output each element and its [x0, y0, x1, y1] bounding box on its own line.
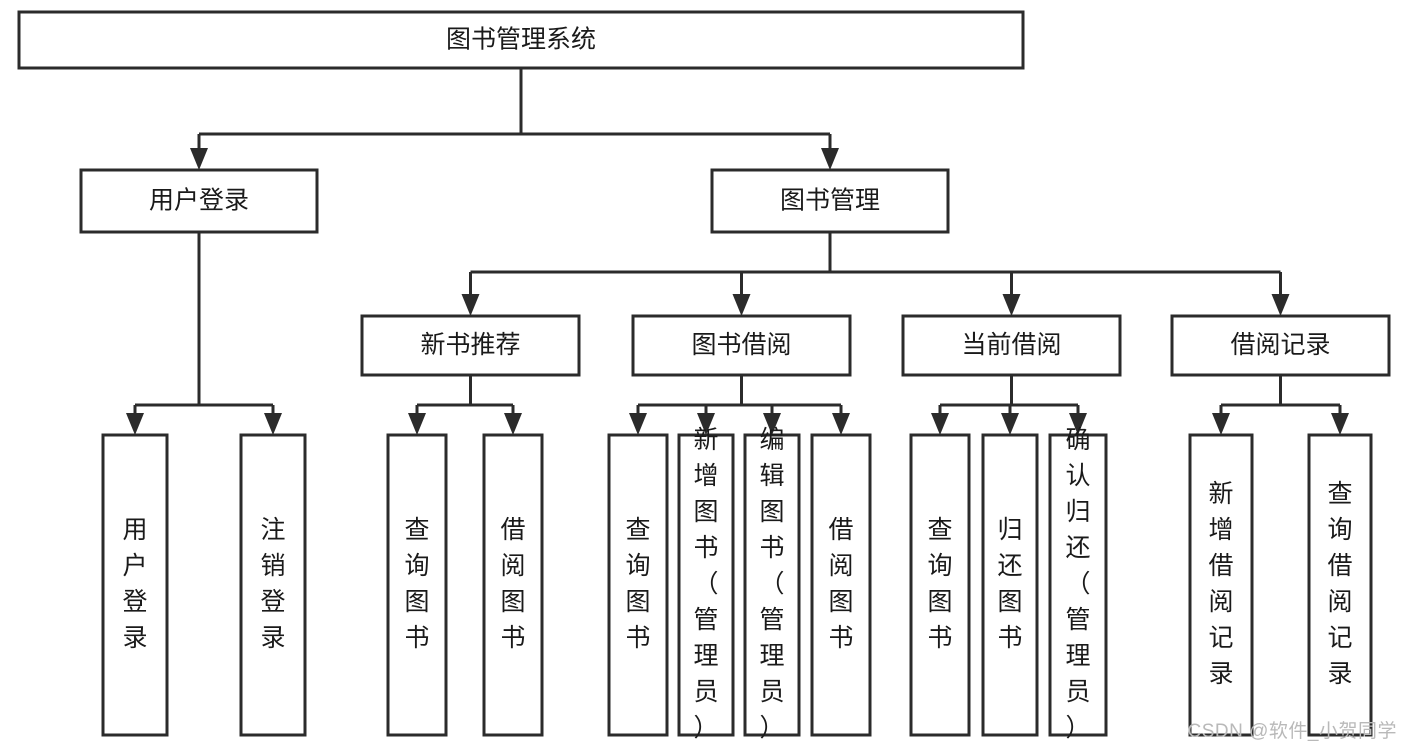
node-box: [901, 314, 1122, 377]
node-level3-3[interactable]: 借阅记录: [1170, 314, 1391, 377]
node-box: [1188, 433, 1254, 737]
node-label: 查询图书: [404, 516, 429, 652]
node-box: [360, 314, 581, 377]
connector-arrowhead: [629, 413, 647, 435]
node-box: [1307, 433, 1373, 737]
connector-arrowhead: [1212, 413, 1230, 435]
node-label: 新增借阅记录: [1208, 480, 1233, 688]
node-label: 借阅图书: [828, 516, 853, 652]
node-leaf-10[interactable]: 确认归还（管理员）: [1048, 426, 1108, 742]
node-leaf-12[interactable]: 查询借阅记录: [1307, 433, 1373, 737]
node-label: 归还图书: [997, 516, 1022, 652]
node-box: [101, 433, 169, 737]
node-box: [239, 433, 307, 737]
node-label: 新书推荐: [420, 331, 520, 359]
connector-arrowhead: [264, 413, 282, 435]
connector-arrowhead: [821, 148, 839, 170]
connector-arrowhead: [697, 413, 715, 435]
node-leaf-6[interactable]: 编辑图书（管理员）: [743, 426, 801, 742]
connector-arrowhead: [931, 413, 949, 435]
node-label: 查询图书: [625, 516, 650, 652]
node-level3-1[interactable]: 图书借阅: [631, 314, 852, 377]
node-box: [743, 433, 801, 737]
node-label: 图书管理: [780, 187, 880, 215]
node-label: 查询借阅记录: [1327, 480, 1352, 688]
node-leaf-0[interactable]: 用户登录: [101, 433, 169, 737]
node-leaf-8[interactable]: 查询图书: [909, 433, 971, 737]
node-box: [909, 433, 971, 737]
node-box: [386, 433, 448, 737]
node-label: 查询图书: [927, 516, 952, 652]
node-label: 注销登录: [260, 516, 285, 652]
connector-arrowhead: [1001, 413, 1019, 435]
node-label: 图书借阅: [691, 331, 791, 359]
node-box: [79, 168, 319, 234]
node-box: [677, 433, 735, 737]
node-level3-0[interactable]: 新书推荐: [360, 314, 581, 377]
node-leaf-1[interactable]: 注销登录: [239, 433, 307, 737]
node-leaf-2[interactable]: 查询图书: [386, 433, 448, 737]
node-level3-2[interactable]: 当前借阅: [901, 314, 1122, 377]
node-box: [631, 314, 852, 377]
node-label: 编辑图书（管理员）: [759, 426, 784, 742]
node-leaf-4[interactable]: 查询图书: [607, 433, 669, 737]
node-box: [482, 433, 544, 737]
node-box: [981, 433, 1039, 737]
node-level2-1[interactable]: 图书管理: [710, 168, 950, 234]
connector-arrowhead: [1002, 294, 1021, 316]
node-label: 新增图书（管理员）: [693, 426, 718, 742]
node-label: 借阅记录: [1230, 331, 1330, 359]
node-leaf-5[interactable]: 新增图书（管理员）: [677, 426, 735, 742]
node-label: 图书管理系统: [446, 26, 596, 54]
node-box: [17, 10, 1025, 70]
node-root[interactable]: 图书管理系统: [17, 10, 1025, 70]
node-box: [810, 433, 872, 737]
node-label: 确认归还（管理员）: [1065, 426, 1090, 742]
connector-arrowhead: [732, 294, 751, 316]
node-box: [607, 433, 669, 737]
node-label: 用户登录: [122, 516, 147, 652]
connector-arrowhead: [1271, 294, 1290, 316]
node-label: 当前借阅: [961, 331, 1061, 359]
node-leaf-11[interactable]: 新增借阅记录: [1188, 433, 1254, 737]
node-box: [1170, 314, 1391, 377]
connector-arrowhead: [461, 294, 480, 316]
node-label: 用户登录: [149, 187, 249, 215]
connector-arrowhead: [126, 413, 144, 435]
node-label: 借阅图书: [500, 516, 525, 652]
connector-arrowhead: [190, 148, 208, 170]
node-level2-0[interactable]: 用户登录: [79, 168, 319, 234]
connector-arrowhead: [763, 413, 781, 435]
node-box: [710, 168, 950, 234]
connector-arrowhead: [1069, 413, 1087, 435]
node-box: [1048, 433, 1108, 737]
node-leaf-7[interactable]: 借阅图书: [810, 433, 872, 737]
node-leaf-3[interactable]: 借阅图书: [482, 433, 544, 737]
connector-arrowhead: [408, 413, 426, 435]
connector-arrowhead: [504, 413, 522, 435]
connector-arrowhead: [832, 413, 850, 435]
node-leaf-9[interactable]: 归还图书: [981, 433, 1039, 737]
connector-arrowhead: [1331, 413, 1349, 435]
